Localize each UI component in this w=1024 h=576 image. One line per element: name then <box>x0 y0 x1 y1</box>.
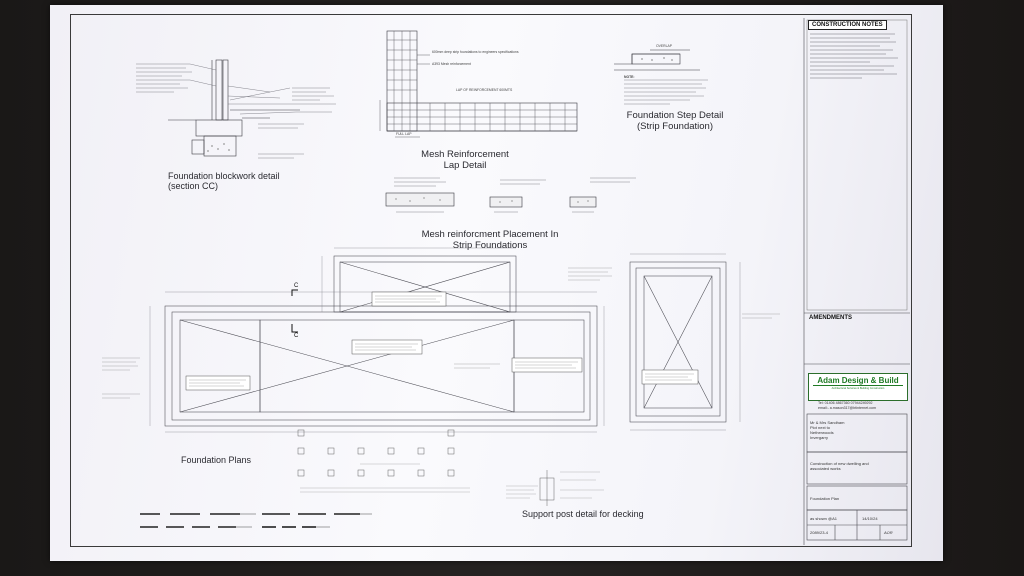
blockwork-title: Foundation blockwork detail (section CC) <box>168 171 280 191</box>
logo-underline <box>813 385 903 386</box>
full-lap-note: FULL LAP <box>396 132 412 136</box>
job-line-1: Construction of new dwelling and <box>810 461 869 466</box>
drawing-sheet <box>50 5 943 561</box>
lap-note: LAP OF REINFORCEMENT 600MTS <box>456 88 513 92</box>
mesh-strip-note: 600mm deep strip foundations to engineer… <box>432 50 519 54</box>
overlap-note: OVERLAP <box>656 44 673 48</box>
step-title-line1: Foundation Step Detail <box>626 110 724 121</box>
placement-title: Mesh reinforcment Placement In Strip Fou… <box>420 229 560 251</box>
client-details: Mr & Mrs Sandham Plot next to Netherwood… <box>810 420 844 440</box>
mesh-a393-note: A393 Mesh reinforcement <box>432 62 471 66</box>
drawing-frame <box>70 14 912 547</box>
company-logo: Adam Design & Build Architectural Servic… <box>808 373 908 401</box>
company-name: Adam Design & Build <box>817 376 899 385</box>
section-marker-top: C <box>294 283 299 289</box>
company-email: email:- a.mason317@btinternet.com <box>818 406 876 410</box>
client-line-4: Invergarry <box>810 435 829 440</box>
note-heading: NOTE: <box>624 75 635 79</box>
drawing-number: 2089/23-4 <box>810 530 829 535</box>
blockwork-title-line1: Foundation blockwork detail <box>168 171 280 181</box>
support-post-title: Support post detail for decking <box>522 509 644 519</box>
construction-notes-header: CONSTRUCTION NOTES <box>808 20 887 30</box>
company-phone: Tel: 01406 4867360 07944249292 <box>818 401 873 405</box>
drawing-date: 14/10/24 <box>862 516 878 521</box>
job-details: Construction of new dwelling and associa… <box>810 461 869 471</box>
mesh-lap-title-line2: Lap Detail <box>443 160 487 171</box>
job-line-2: associated works <box>810 466 841 471</box>
section-marker-bottom: C <box>294 333 299 339</box>
client-line-3: Netherwoods <box>810 430 834 435</box>
client-line-2: Plot next to <box>810 425 831 430</box>
foundation-plans-title: Foundation Plans <box>181 455 252 465</box>
mesh-lap-title-line1: Mesh Reinforcement <box>421 149 509 160</box>
drawing-scale: as shown @A1 <box>810 516 837 521</box>
placement-title-line1: Mesh reinforcment Placement In <box>421 229 559 240</box>
client-line-1: Mr & Mrs Sandham <box>810 420 845 425</box>
placement-title-line2: Strip Foundations <box>452 240 528 251</box>
drawn-by: AOR <box>884 530 893 535</box>
step-title-line2: (Strip Foundation) <box>636 121 714 132</box>
company-tagline: Architectural Services & Building Constr… <box>831 387 885 390</box>
blockwork-title-line2: (section CC) <box>168 181 219 191</box>
amendments-header: AMENDMENTS <box>809 315 852 321</box>
mesh-lap-title: Mesh Reinforcement Lap Detail <box>420 149 510 171</box>
drawing-title: Foundation Plan <box>810 496 840 501</box>
step-detail-title: Foundation Step Detail (Strip Foundation… <box>620 110 730 132</box>
